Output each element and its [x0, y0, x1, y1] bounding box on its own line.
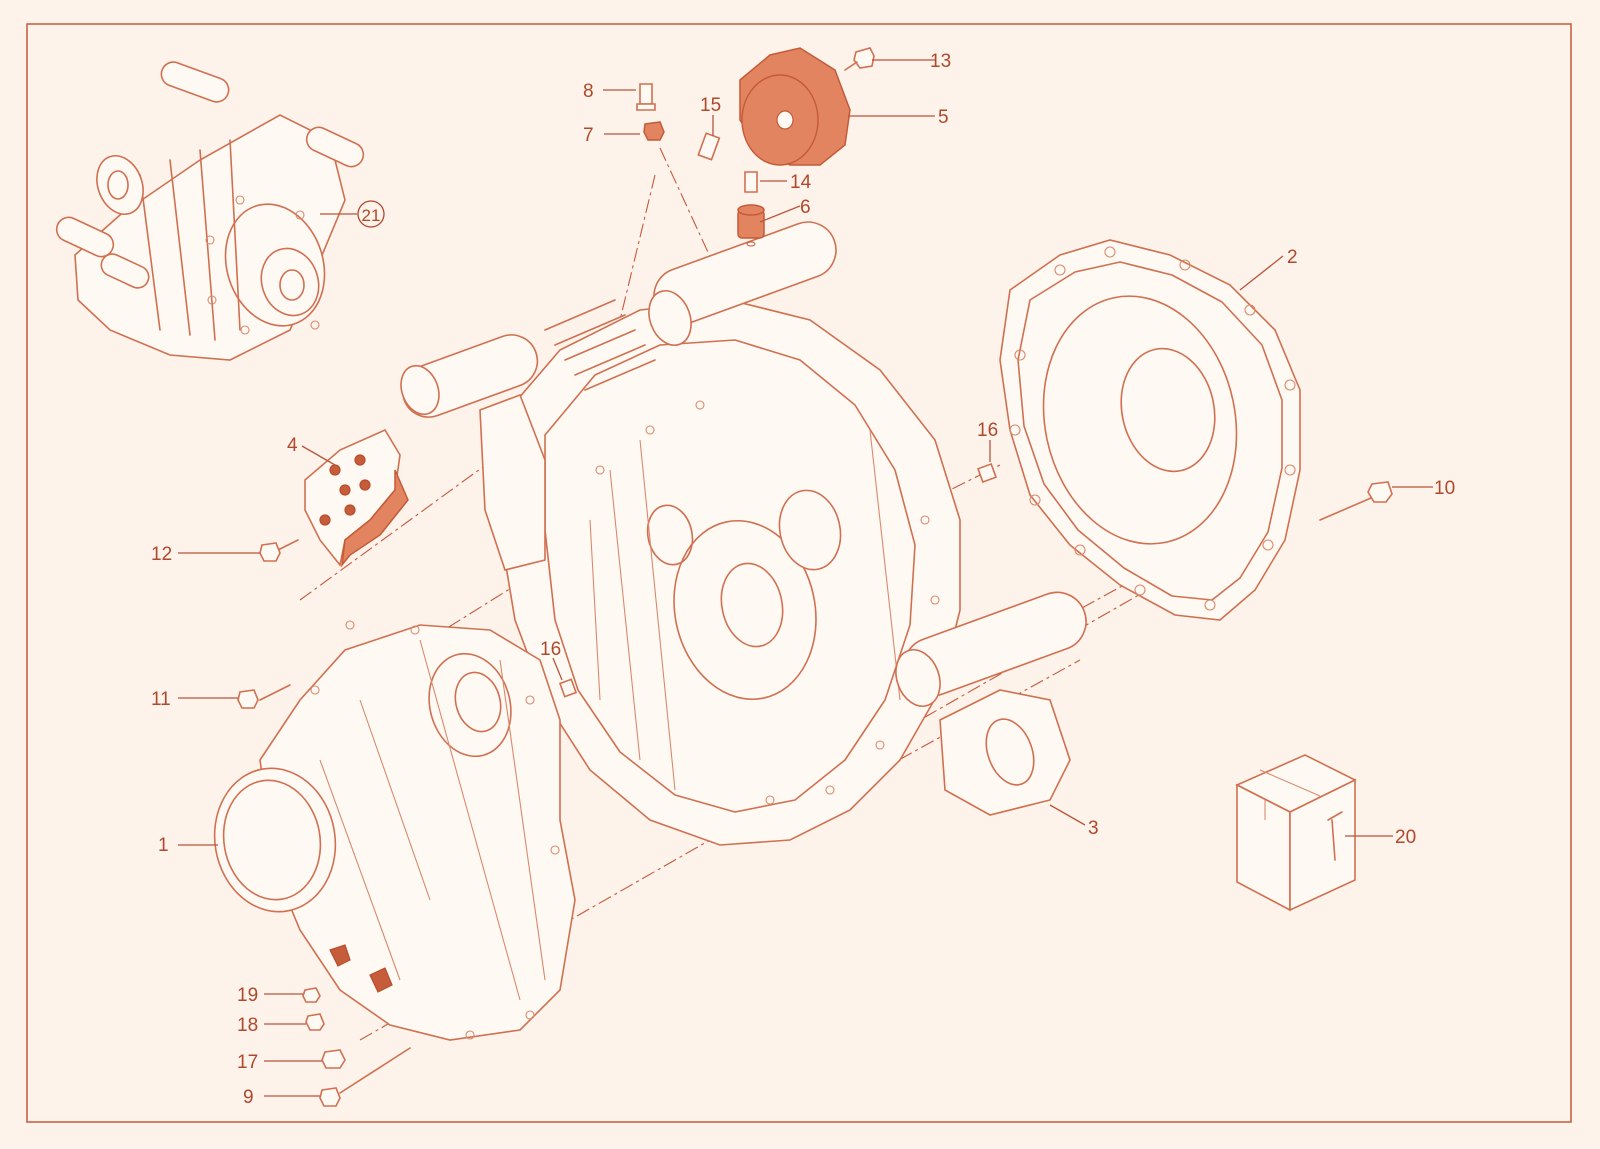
callout-19: 19 — [237, 985, 258, 1006]
callout-labels: 1 2 3 4 5 6 7 8 9 10 11 12 13 14 15 16 1… — [151, 51, 1455, 1108]
callout-5: 5 — [938, 107, 949, 128]
callout-12: 12 — [151, 544, 172, 565]
callout-20: 20 — [1395, 827, 1416, 848]
callout-13: 13 — [930, 51, 951, 72]
callout-21: 21 — [362, 206, 381, 225]
callout-7: 7 — [583, 125, 594, 146]
callout-8: 8 — [583, 81, 594, 102]
part-6-bushing — [737, 204, 765, 247]
callout-18: 18 — [237, 1015, 258, 1036]
callout-1: 1 — [158, 835, 169, 856]
part-20-kit-box — [1235, 754, 1357, 912]
diagram-border — [26, 23, 1572, 1123]
callout-15: 15 — [700, 95, 721, 116]
part-2-rear-cover — [999, 239, 1301, 621]
callout-3: 3 — [1088, 818, 1099, 839]
callout-17: 17 — [237, 1052, 258, 1073]
part-1-front-housing — [213, 620, 576, 1041]
part-5-rubber-mount — [739, 47, 851, 166]
callout-10: 10 — [1434, 478, 1455, 499]
callout-11: 11 — [151, 689, 171, 710]
leader-lines — [178, 59, 1433, 1097]
part-21-pump-assembly — [55, 61, 365, 361]
part-3-main-housing — [400, 221, 1087, 846]
part-7-8-vent-fitting — [636, 83, 665, 141]
callout-16-lower: 16 — [540, 639, 561, 660]
callout-6: 6 — [800, 197, 811, 218]
callout-4: 4 — [287, 435, 298, 456]
part-4-heat-shield — [304, 428, 409, 568]
small-fasteners — [558, 47, 997, 698]
callout-16-upper: 16 — [977, 420, 998, 441]
callout-9: 9 — [243, 1087, 254, 1108]
callout-21-circle — [357, 200, 385, 228]
bolts — [237, 481, 1393, 1107]
callout-14: 14 — [790, 172, 812, 193]
callout-2: 2 — [1287, 247, 1298, 268]
